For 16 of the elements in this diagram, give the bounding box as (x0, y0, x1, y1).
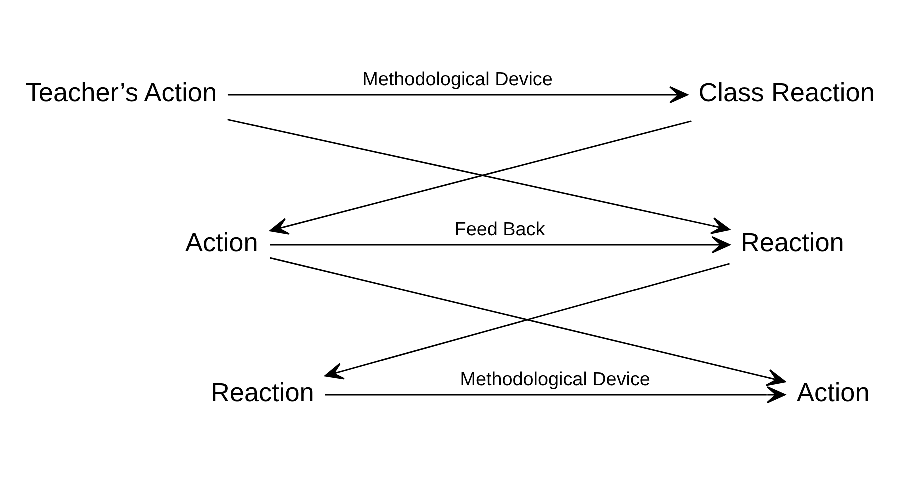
arrow (324, 386, 786, 404)
arrow (269, 120, 692, 235)
arrow (227, 119, 730, 234)
node-text: Reaction (740, 227, 844, 258)
node-text: Action (796, 377, 870, 408)
edge-label: Methodological Device (362, 69, 552, 90)
arrow (270, 257, 786, 386)
arrow (270, 236, 730, 254)
arrow (227, 86, 688, 104)
edge-label: Feed Back (454, 219, 545, 240)
arrow (324, 263, 730, 380)
node-text: Class Reaction (698, 77, 874, 108)
edge-label: Methodological Device (460, 369, 650, 390)
node-text: Reaction (210, 377, 314, 408)
node-text: Action (185, 227, 258, 258)
node-text: Teacher’s Action (25, 77, 217, 108)
